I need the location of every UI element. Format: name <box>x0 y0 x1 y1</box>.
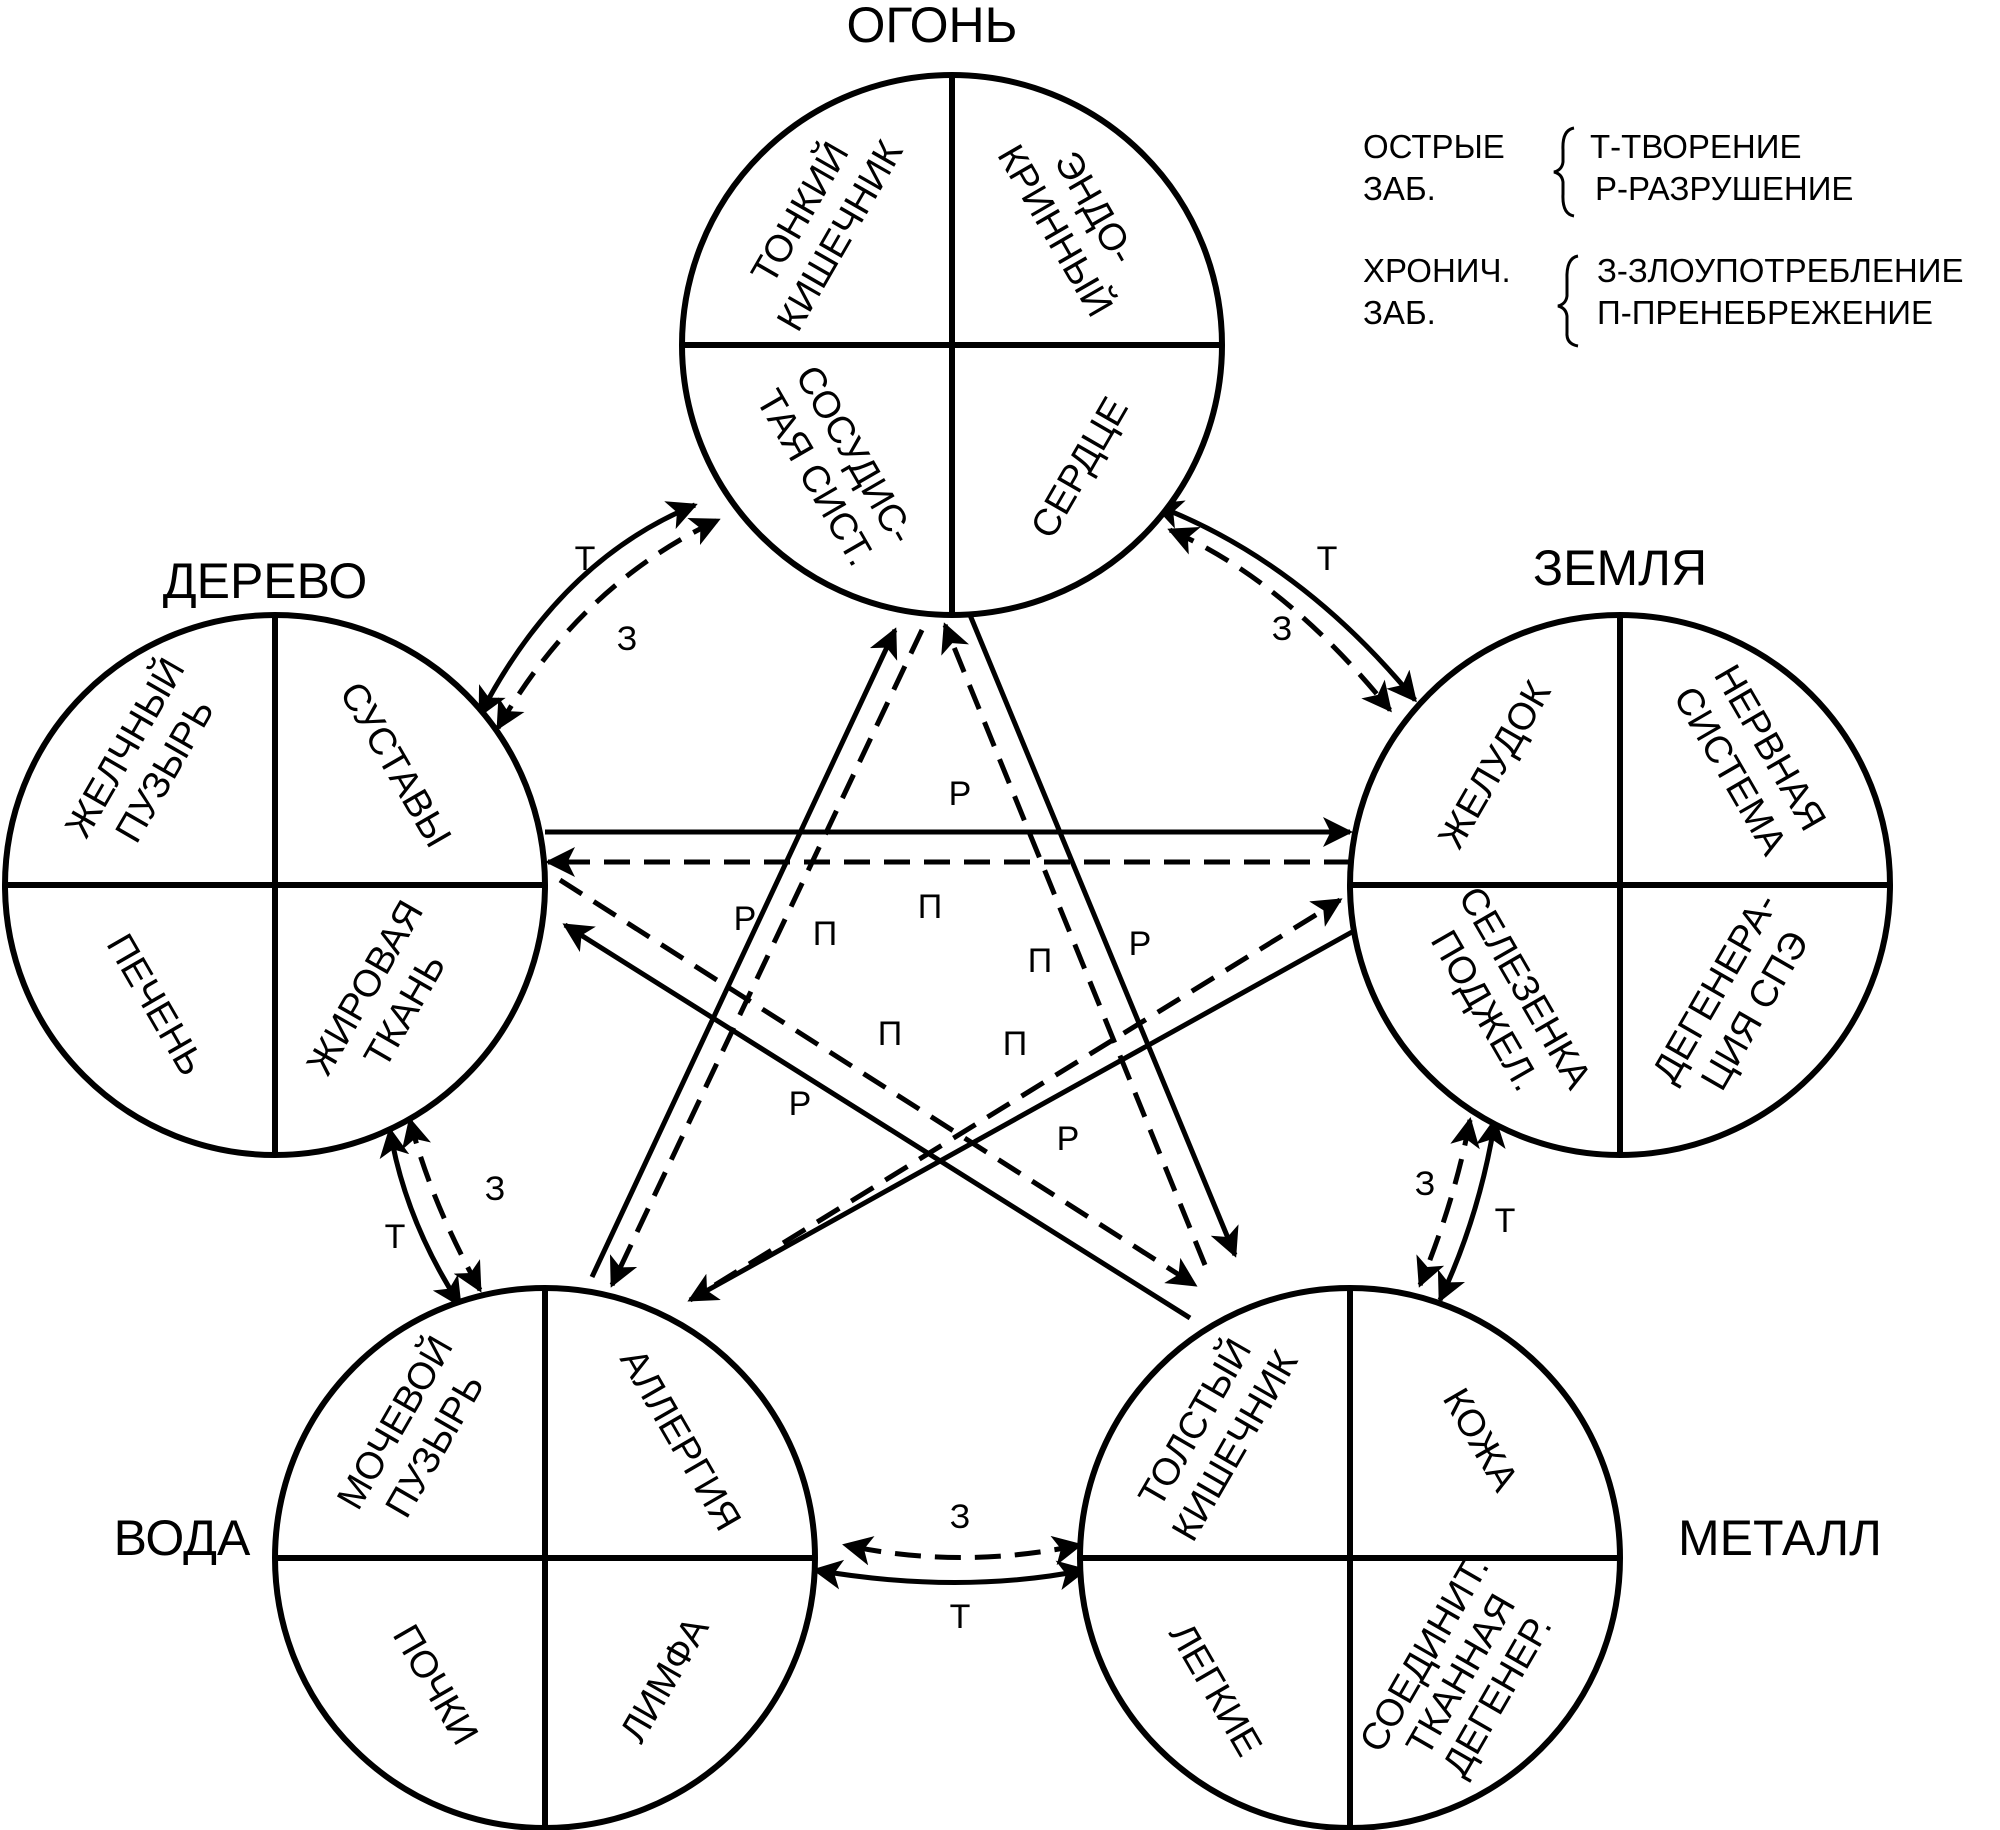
element-water: ВОДА МОЧЕВОЙПУЗЫРЬ АЛЛЕРГИЯ ПОЧКИ ЛИМФА <box>114 1285 818 1830</box>
label-destruction-5: Р <box>1057 1120 1080 1158</box>
label-creation-water-wood: Т <box>385 1218 406 1256</box>
svg-text:З-ЗЛОУПОТРЕБЛЕНИЕ: З-ЗЛОУПОТРЕБЛЕНИЕ <box>1597 252 1964 289</box>
label-destruction-4: Р <box>789 1085 812 1123</box>
svg-text:ЗАБ.: ЗАБ. <box>1363 294 1436 331</box>
label-abuse-earth-metal: З <box>1415 1165 1436 1203</box>
label-creation-wood-fire: Т <box>575 540 596 578</box>
legend-chronic-brace <box>1557 254 1579 348</box>
svg-text:П-ПРЕНЕБРЕЖЕНИЕ: П-ПРЕНЕБРЕЖЕНИЕ <box>1597 294 1933 331</box>
arrow-creation-wood-fire <box>477 501 698 718</box>
arrow-creation-metal-water <box>812 1559 1088 1590</box>
arrows-layer <box>379 500 1506 1590</box>
element-earth: ЗЕМЛЯ ЖЕЛУДОК НЕРВНАЯСИСТЕМА СЕЛЕЗЕНКАПО… <box>1347 540 1893 1158</box>
legend-acute: ОСТРЫЕ ЗАБ. Т-ТВОРЕНИЕ Р-РАЗРУШЕНИЕ <box>1363 126 1853 218</box>
label-neglect-2: П <box>813 915 837 953</box>
label-abuse-metal-water: З <box>950 1498 971 1536</box>
arrow-destruction-water-fire <box>589 627 898 1279</box>
arrow-abuse-wood-fire <box>495 517 721 731</box>
element-wood: ДЕРЕВО ЖЕЛЧНЫЙПУЗЫРЬ СУСТАВЫ ПЕЧЕНЬ ЖИРО… <box>2 553 548 1158</box>
svg-text:Т-ТВОРЕНИЕ: Т-ТВОРЕНИЕ <box>1590 128 1801 165</box>
arrow-neglect-fire-water <box>609 628 925 1288</box>
label-neglect-5: П <box>1003 1025 1027 1063</box>
label-neglect-1: П <box>918 888 942 926</box>
label-destruction-3: Р <box>1129 925 1152 963</box>
label-abuse-fire-earth: З <box>1272 610 1293 648</box>
svg-text:ХРОНИЧ.: ХРОНИЧ. <box>1363 252 1511 289</box>
element-fire: ОГОНЬ ТОНКИЙКИШЕЧНИК ЭНДО-КРИННЫЙ СОСУДИ… <box>679 0 1225 618</box>
svg-text:ЗАБ.: ЗАБ. <box>1363 170 1436 207</box>
label-destruction-1: Р <box>949 775 972 813</box>
arrow-neglect-water-earth <box>713 897 1343 1288</box>
label-creation-fire-earth: Т <box>1317 540 1338 578</box>
legend-chronic: ХРОНИЧ. ЗАБ. З-ЗЛОУПОТРЕБЛЕНИЕ П-ПРЕНЕБР… <box>1363 252 1964 348</box>
arrow-abuse-fire-earth <box>1167 527 1392 713</box>
label-neglect-3: П <box>1028 942 1052 980</box>
fire-title: ОГОНЬ <box>847 0 1018 53</box>
wood-title: ДЕРЕВО <box>163 553 368 609</box>
arrow-destruction-metal-wood <box>562 922 1192 1321</box>
svg-text:ОСТРЫЕ: ОСТРЫЕ <box>1363 128 1505 165</box>
arrow-destruction-fire-metal <box>967 614 1239 1258</box>
earth-title: ЗЕМЛЯ <box>1533 540 1707 596</box>
element-metal: МЕТАЛЛ ТОЛСТЫЙКИШЕЧНИК КОЖА ЛЕГКИЕ СОЕДИ… <box>1077 1285 1882 1830</box>
label-creation-earth-metal: Т <box>1495 1202 1516 1240</box>
water-title: ВОДА <box>114 1510 251 1566</box>
arrow-neglect-wood-metal <box>558 877 1198 1288</box>
label-destruction-2: Р <box>734 900 757 938</box>
label-neglect-4: П <box>878 1015 902 1053</box>
label-abuse-wood-fire: З <box>617 620 638 658</box>
svg-text:Р-РАЗРУШЕНИЕ: Р-РАЗРУШЕНИЕ <box>1595 170 1853 207</box>
arrow-abuse-metal-water <box>842 1535 1083 1566</box>
arrow-abuse-earth-metal <box>1416 1117 1480 1288</box>
arrow-abuse-water-wood <box>402 1117 483 1293</box>
label-abuse-water-wood: З <box>485 1170 506 1208</box>
relation-labels: Т З Т З З Т З Т З Т Р П Р П П Р П П Р Р <box>385 540 1516 1636</box>
arrow-neglect-metal-fire <box>941 622 1208 1266</box>
legend-acute-brace <box>1553 126 1575 218</box>
label-creation-metal-water: Т <box>950 1598 971 1636</box>
metal-title: МЕТАЛЛ <box>1678 1510 1882 1566</box>
arrow-destruction-earth-water <box>687 929 1354 1303</box>
legend: ОСТРЫЕ ЗАБ. Т-ТВОРЕНИЕ Р-РАЗРУШЕНИЕ ХРОН… <box>1363 126 1964 348</box>
